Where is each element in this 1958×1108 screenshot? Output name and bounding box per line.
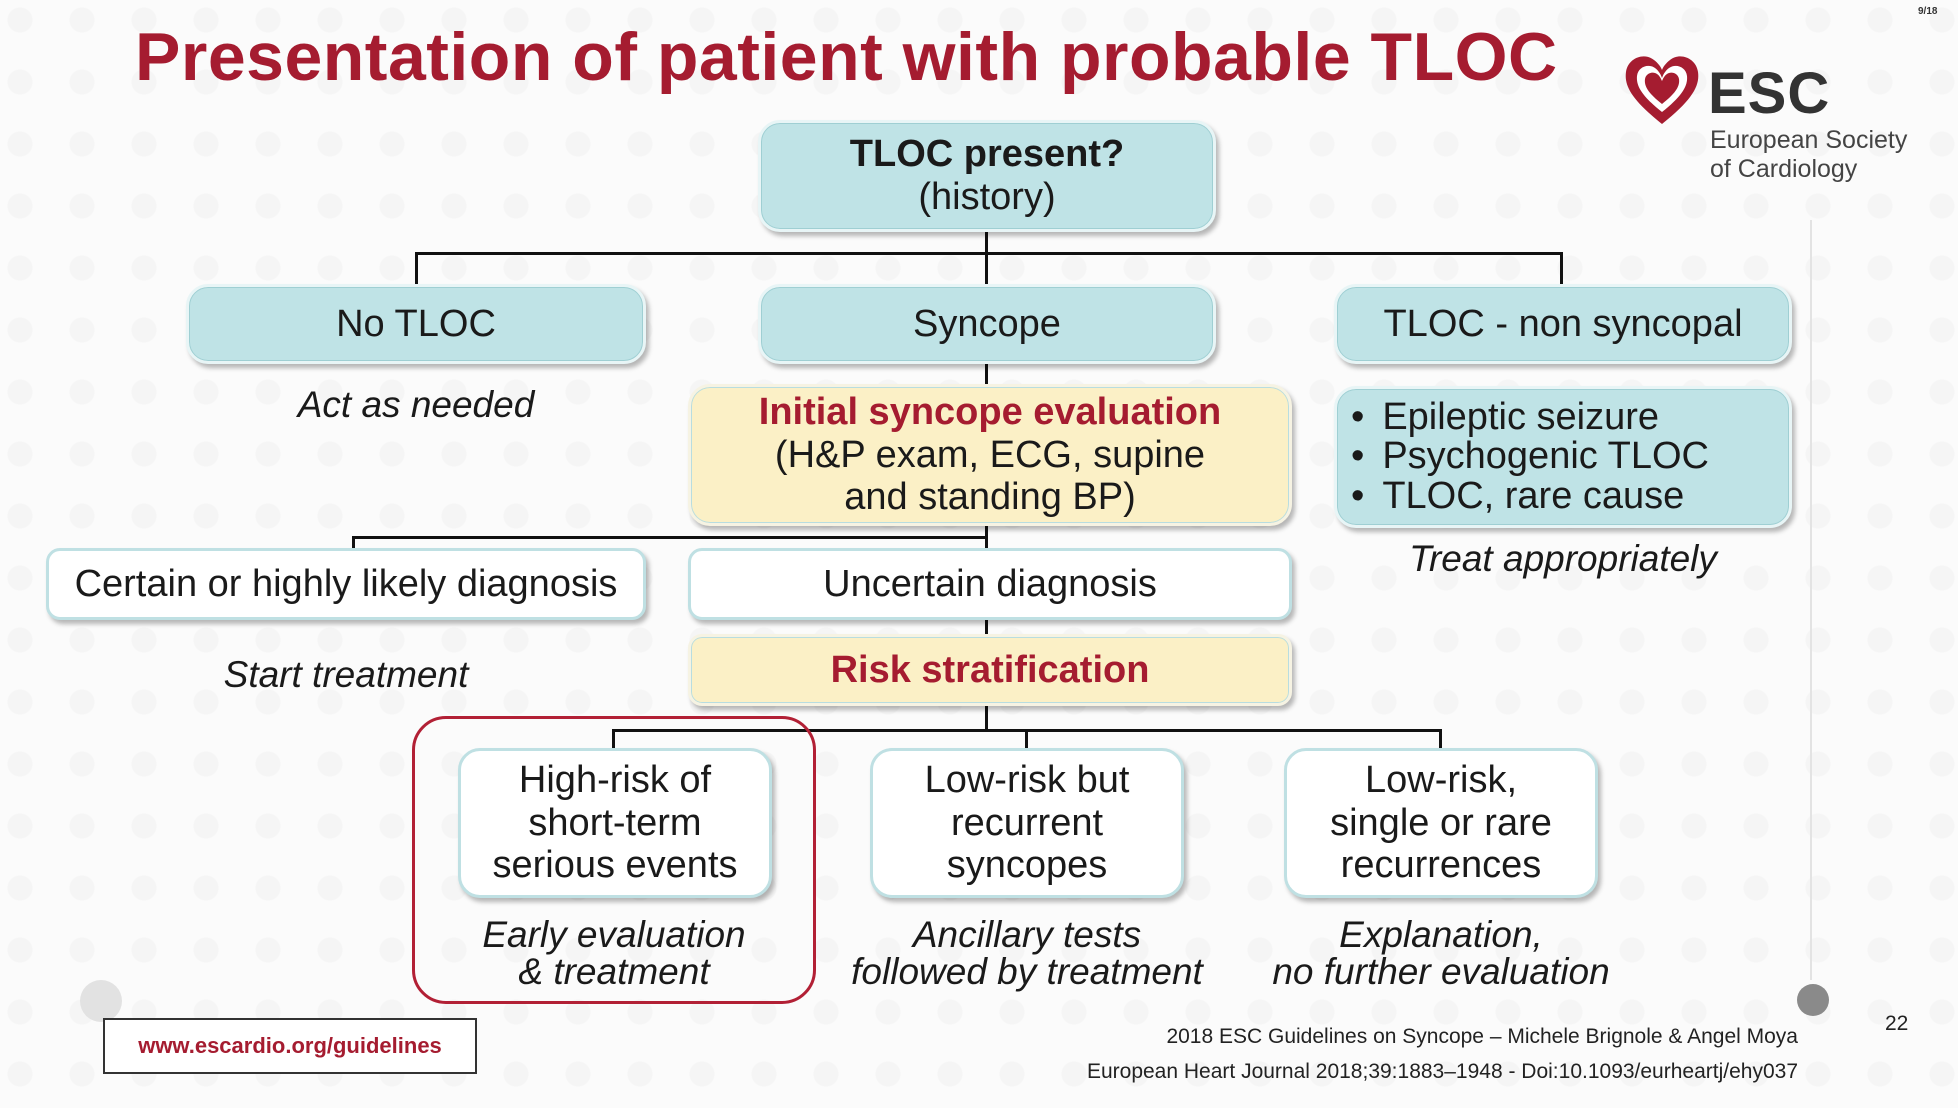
logo-subtitle-line2: of Cardiology	[1710, 154, 1858, 183]
list-item: TLOC, rare cause	[1351, 476, 1709, 516]
no-tloc-label: No TLOC	[336, 302, 496, 345]
low-risk-recurrent-line3: syncopes	[946, 844, 1108, 887]
tloc-present-subtitle: (history)	[918, 176, 1056, 218]
navigation-dot-left[interactable]	[80, 980, 122, 1022]
act-as-needed-note: Act as needed	[297, 384, 535, 425]
syncope-label: Syncope	[913, 302, 1061, 345]
low-risk-single-line3: recurrences	[1340, 844, 1542, 887]
vertical-divider	[1810, 220, 1812, 980]
logo-name: ESC	[1708, 61, 1831, 126]
esc-heart-logo-icon	[1625, 56, 1699, 124]
early-evaluation-note: Early evaluation & treatment	[412, 916, 816, 990]
explanation-note: Explanation, no further evaluation	[1236, 916, 1646, 990]
footer-reference-1: 2018 ESC Guidelines on Syncope – Michele…	[1166, 1025, 1798, 1048]
low-risk-recurrent-box: Low-risk but recurrent syncopes	[870, 748, 1184, 898]
connector	[985, 252, 988, 284]
non-syncopal-causes-box: Epileptic seizure Psychogenic TLOC TLOC,…	[1334, 386, 1792, 528]
connector	[1560, 252, 1563, 284]
high-risk-line2: short-term	[528, 801, 702, 844]
explanation-line1: Explanation,	[1339, 914, 1543, 955]
tloc-non-syncopal-label: TLOC - non syncopal	[1383, 302, 1743, 345]
connector	[1025, 729, 1028, 749]
footer-reference-2: European Heart Journal 2018;39:1883–1948…	[1086, 1060, 1798, 1083]
connector	[612, 729, 615, 749]
early-evaluation-line2: & treatment	[518, 951, 710, 992]
certain-diagnosis-label: Certain or highly likely diagnosis	[74, 562, 618, 605]
treat-appropriately-note: Treat appropriately	[1409, 538, 1717, 579]
ancillary-line2: followed by treatment	[851, 951, 1203, 992]
initial-evaluation-detail-1: (H&P exam, ECG, supine	[774, 433, 1206, 476]
connector	[985, 362, 988, 384]
high-risk-highlight	[412, 716, 816, 1004]
initial-evaluation-title: Initial syncope evaluation	[758, 391, 1222, 434]
uncertain-diagnosis-label: Uncertain diagnosis	[823, 562, 1157, 605]
navigation-dot-right[interactable]	[1797, 984, 1829, 1016]
high-risk-line1: High-risk of	[518, 759, 712, 802]
early-evaluation-line1: Early evaluation	[482, 914, 746, 955]
non-syncopal-causes-list: Epileptic seizure Psychogenic TLOC TLOC,…	[1337, 398, 1709, 516]
tloc-present-question: TLOC present?	[849, 133, 1125, 176]
syncope-box: Syncope	[758, 284, 1216, 364]
ancillary-tests-note: Ancillary tests followed by treatment	[820, 916, 1234, 990]
logo-subtitle-line1: European Society	[1710, 126, 1908, 154]
connector	[415, 252, 1563, 255]
initial-syncope-evaluation-box: Initial syncope evaluation (H&P exam, EC…	[688, 384, 1292, 526]
no-tloc-box: No TLOC	[186, 284, 646, 364]
connector	[985, 616, 988, 634]
connector	[352, 536, 988, 539]
high-risk-box: High-risk of short-term serious events	[458, 748, 772, 898]
certain-diagnosis-box: Certain or highly likely diagnosis	[46, 548, 646, 620]
connector	[1439, 729, 1442, 749]
connector	[352, 536, 355, 548]
logo-subtitle: European Society of Cardiology	[1710, 126, 1907, 184]
uncertain-diagnosis-box: Uncertain diagnosis	[688, 548, 1292, 620]
risk-stratification-box: Risk stratification	[688, 634, 1292, 706]
low-risk-recurrent-line2: recurrent	[950, 801, 1104, 844]
low-risk-single-line2: single or rare	[1330, 801, 1552, 844]
slide-counter: 9/18	[1918, 6, 1938, 17]
low-risk-recurrent-line1: Low-risk but	[924, 759, 1130, 802]
tloc-non-syncopal-box: TLOC - non syncopal	[1334, 284, 1792, 364]
low-risk-single-box: Low-risk, single or rare recurrences	[1284, 748, 1598, 898]
list-item: Epileptic seizure	[1351, 398, 1709, 437]
page-number: 22	[1885, 1012, 1909, 1035]
tloc-present-box: TLOC present? (history)	[758, 120, 1216, 232]
low-risk-single-line1: Low-risk,	[1364, 759, 1518, 802]
start-treatment-note: Start treatment	[223, 654, 469, 695]
high-risk-line3: serious events	[492, 844, 738, 887]
ancillary-line1: Ancillary tests	[912, 914, 1142, 955]
list-item: Psychogenic TLOC	[1351, 437, 1709, 476]
guidelines-link[interactable]: www.escardio.org/guidelines	[103, 1018, 477, 1074]
initial-evaluation-detail-2: and standing BP)	[844, 476, 1136, 519]
risk-stratification-label: Risk stratification	[830, 648, 1150, 691]
explanation-line2: no further evaluation	[1272, 951, 1610, 992]
connector	[415, 252, 418, 284]
connector	[985, 232, 988, 254]
connector	[985, 704, 988, 731]
slide-title: Presentation of patient with probable TL…	[135, 19, 1558, 95]
